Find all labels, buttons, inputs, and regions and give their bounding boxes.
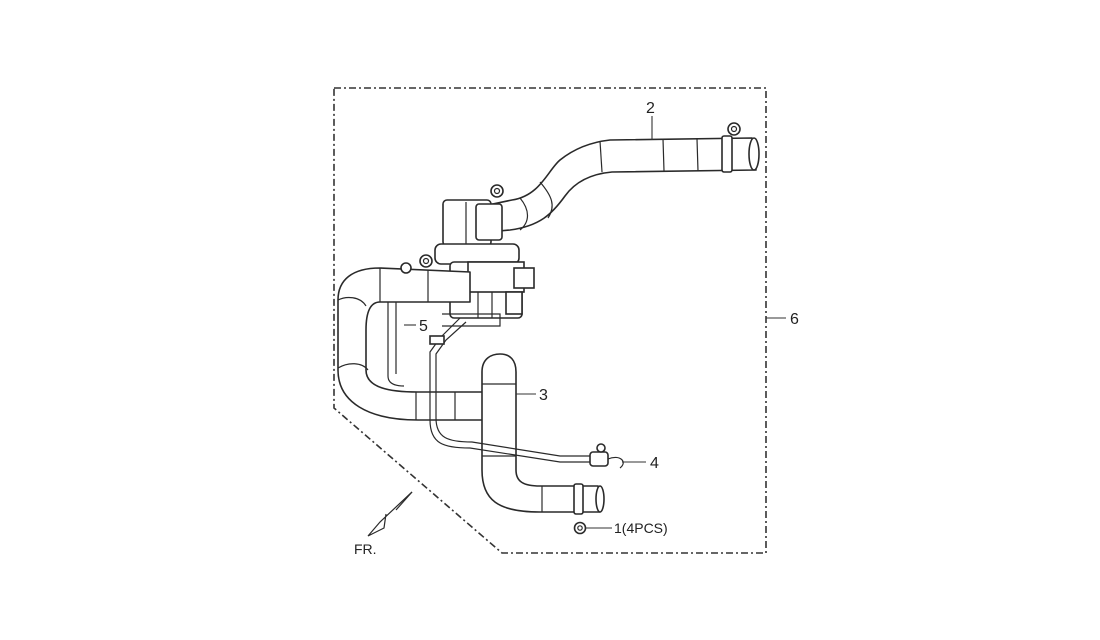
vacuum-tube xyxy=(429,317,624,469)
assembly-boundary xyxy=(333,87,767,554)
callout-4: 4 xyxy=(650,455,659,472)
callout-6: 6 xyxy=(790,311,799,328)
front-direction-arrow-icon xyxy=(367,491,413,537)
lower-hose-run xyxy=(481,353,605,513)
callout-3: 3 xyxy=(539,387,548,404)
hose-clip-icon xyxy=(721,122,741,173)
callout-2: 2 xyxy=(646,100,655,117)
callout-1: 1(4PCS) xyxy=(614,520,668,536)
lower-hose xyxy=(337,254,486,421)
lower-clip-icon xyxy=(573,483,587,535)
direction-label: FR. xyxy=(354,541,377,557)
upper-hose xyxy=(487,137,760,233)
callout-5: 5 xyxy=(419,318,428,335)
air-injection-valve xyxy=(434,184,535,327)
